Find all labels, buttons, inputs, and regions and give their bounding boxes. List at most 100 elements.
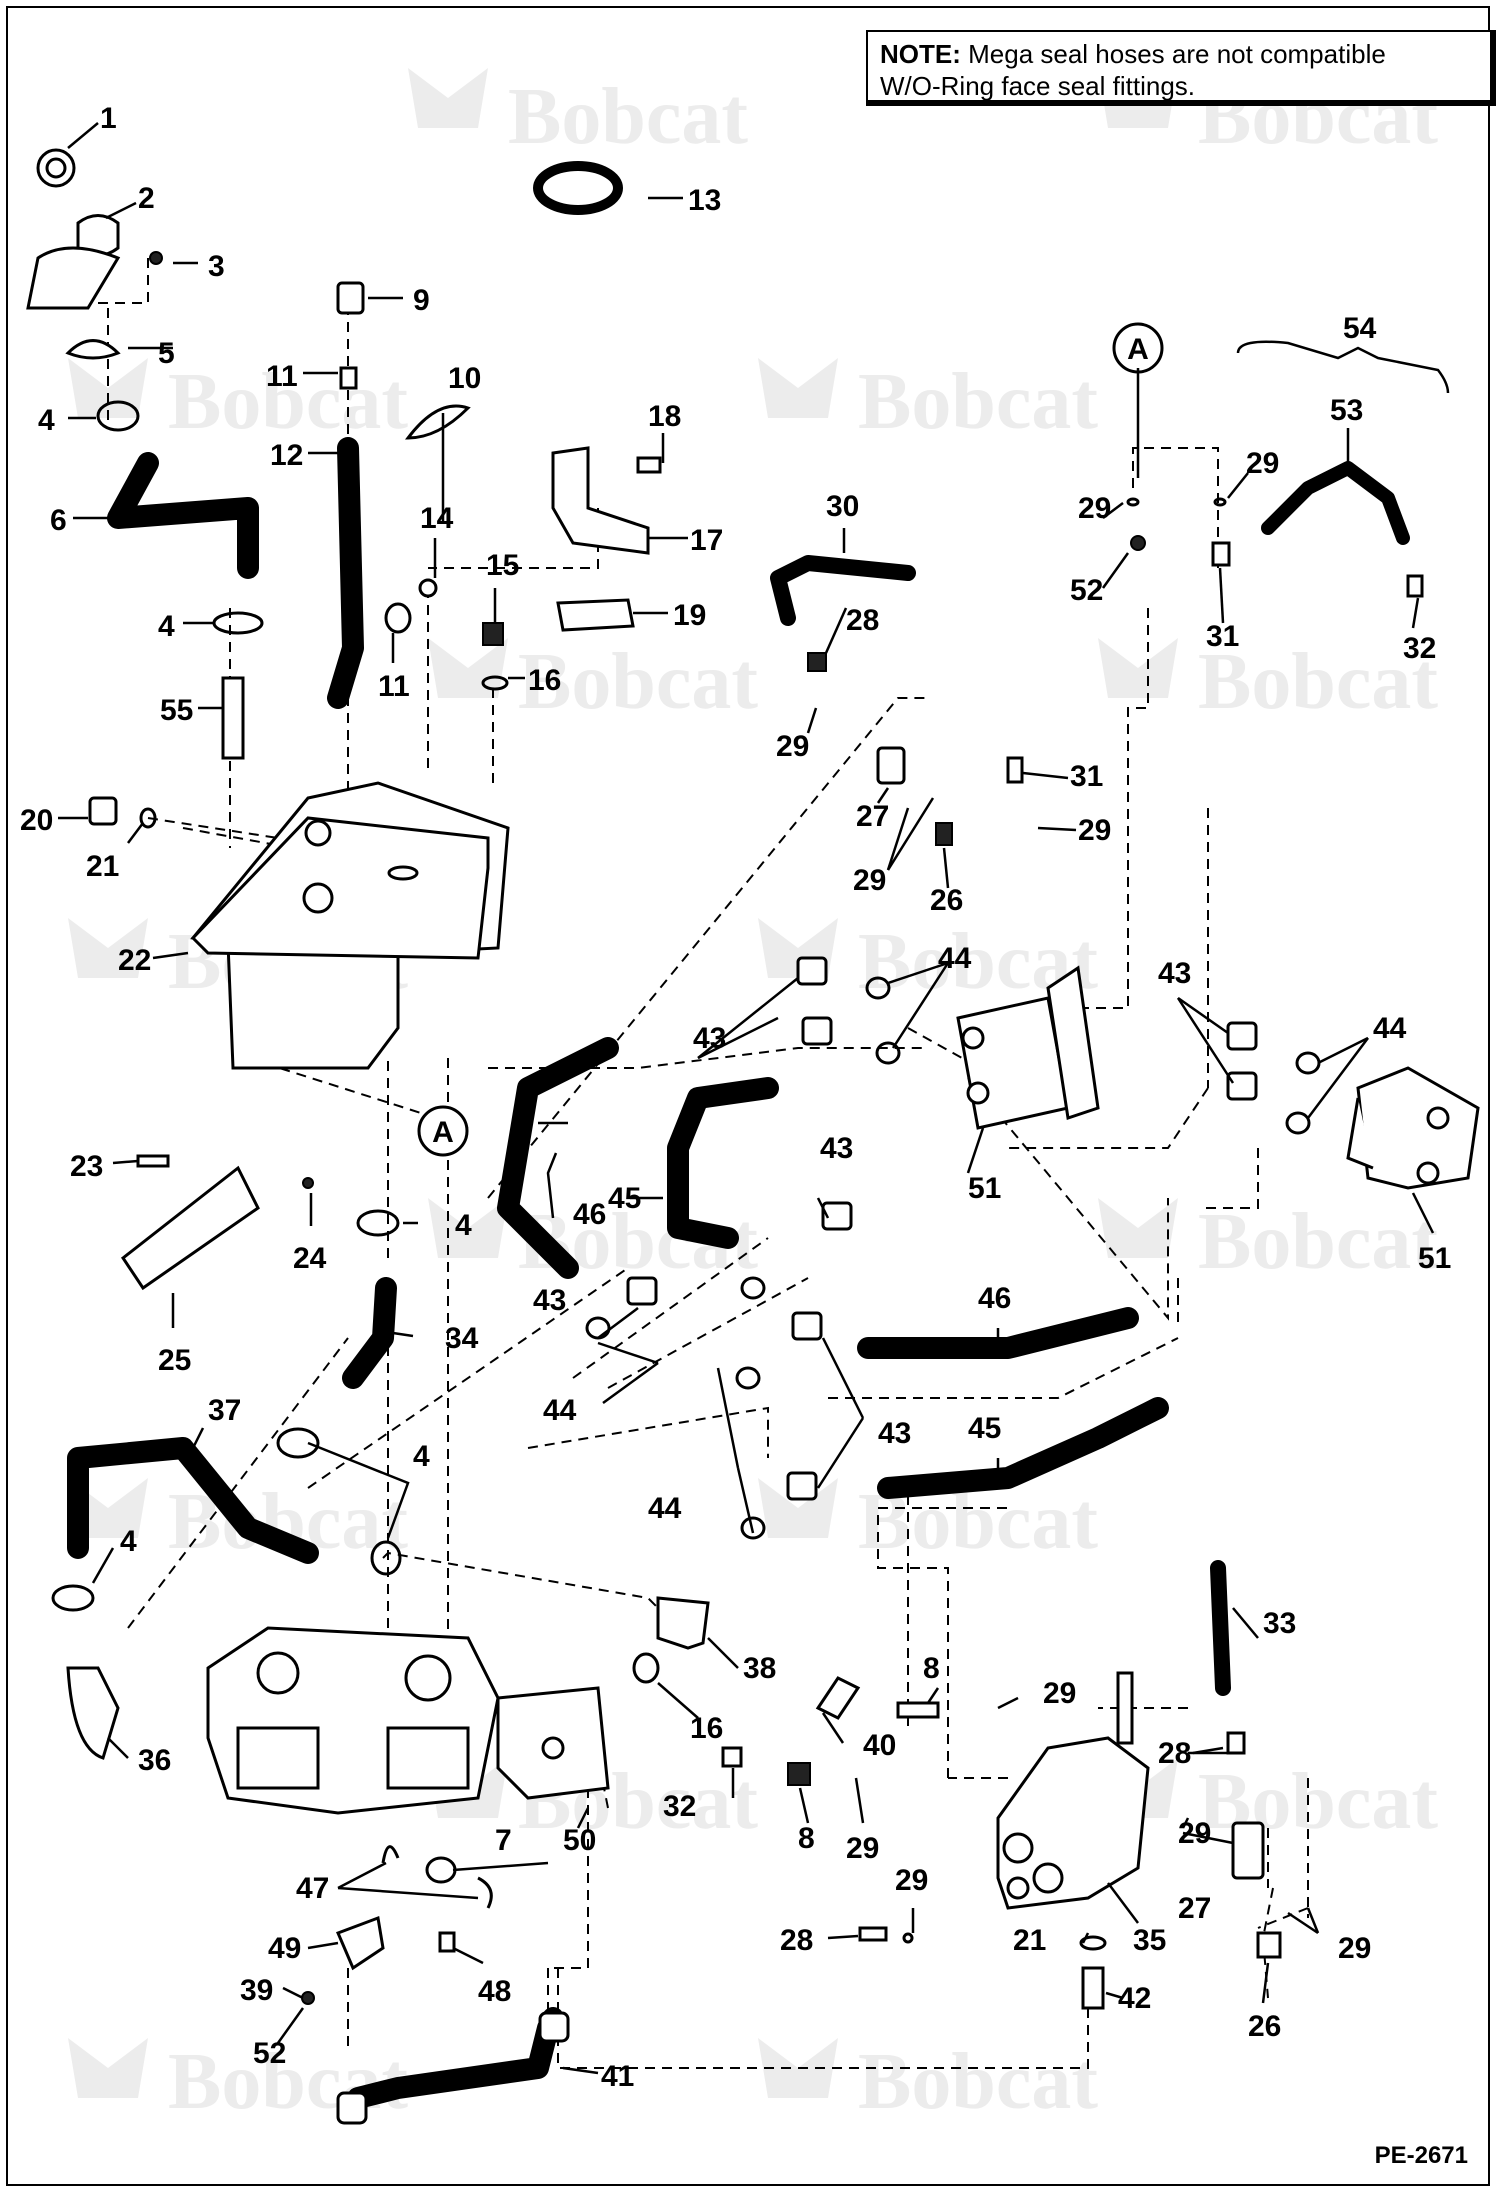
callout: 33	[1263, 1607, 1296, 1640]
leader-lines	[58, 122, 1435, 2075]
callout: 48	[478, 1975, 511, 2008]
watermark: Bobcat	[758, 2038, 1098, 2126]
adapter-fitting	[796, 956, 828, 986]
drain-plug	[88, 796, 118, 826]
callout: 29	[895, 1864, 928, 1897]
watermark: Bobcat	[408, 68, 748, 161]
o-ring	[1295, 1051, 1321, 1075]
note-text: Mega seal hoses are not compatible	[960, 39, 1386, 69]
adapter-fitting	[1226, 1071, 1258, 1101]
note-line: W/O-Ring face seal fittings.	[880, 71, 1195, 101]
callout: 28	[1158, 1737, 1191, 1770]
watermark: Bobcat	[758, 358, 1098, 446]
tee-fitting	[815, 1676, 861, 1720]
o-ring	[740, 1276, 766, 1300]
callout: 21	[1013, 1924, 1046, 1957]
elbow-fitting	[66, 1666, 120, 1760]
plug	[301, 1991, 315, 2005]
callout: 32	[663, 1790, 696, 1823]
callout: 23	[70, 1150, 103, 1183]
filter	[876, 746, 906, 785]
adapter	[1081, 1966, 1105, 2010]
pilot-hose-upper	[770, 555, 916, 626]
callout: 29	[846, 1832, 879, 1865]
callout: 45	[968, 1412, 1001, 1445]
drive-motor-left	[956, 965, 1100, 1130]
filler-hose	[107, 452, 259, 579]
callout: 13	[688, 184, 721, 217]
watermark-text: Bobcat	[508, 73, 748, 161]
callout: 1	[100, 102, 117, 135]
callout: 32	[1403, 632, 1436, 665]
callout: 27	[1178, 1892, 1211, 1925]
callout: 36	[138, 1744, 171, 1777]
callout: 12	[270, 439, 303, 472]
callout: 43	[878, 1417, 911, 1450]
callout: 52	[253, 2037, 286, 2070]
o-ring	[1079, 1935, 1107, 1951]
plug	[1130, 535, 1146, 551]
watermark-text: Bobcat	[858, 358, 1098, 446]
callout: 29	[1178, 1817, 1211, 1850]
breather-cap	[336, 281, 365, 315]
callout: 4	[158, 610, 175, 643]
ref-marker-bottom: A	[417, 1105, 469, 1157]
connection-lines	[68, 258, 1309, 2069]
callout: 43	[533, 1284, 566, 1317]
callout: 6	[50, 504, 67, 537]
callout: 53	[1330, 394, 1363, 427]
tee	[787, 1762, 811, 1786]
callout: 43	[693, 1022, 726, 1055]
motor-hose-c	[857, 1307, 1139, 1359]
motor-hose-a	[497, 1037, 619, 1279]
control-valve	[996, 1671, 1150, 1910]
hose-clamp	[276, 1427, 320, 1459]
snap-ring	[477, 1876, 493, 1909]
callout: 19	[673, 599, 706, 632]
fitting	[1256, 1931, 1282, 1959]
grommet	[339, 366, 358, 390]
pilot-hose	[1210, 1560, 1231, 1696]
callout: 15	[486, 549, 519, 582]
callout: 29	[853, 864, 886, 897]
hydraulic-parts-diagram: Bobcat Bobcat Bobcat Bobcat Bobcat Bobca…	[20, 68, 1480, 2126]
return-hose	[67, 1437, 319, 1564]
ref-marker-label: A	[432, 1116, 454, 1149]
callout: 29	[776, 730, 809, 763]
callout: 18	[648, 400, 681, 433]
o-ring	[481, 675, 509, 691]
o-ring	[1213, 497, 1227, 507]
drive-motor-right	[1346, 1066, 1480, 1190]
screw	[149, 251, 163, 265]
watermark: Bobcat	[428, 638, 758, 726]
support-strap	[120, 1165, 260, 1291]
drawing-number: PE-2671	[1374, 2142, 1468, 2169]
watermark: Bobcat	[1098, 1198, 1438, 1286]
o-ring	[865, 976, 891, 1000]
mounting-bracket	[551, 446, 650, 555]
o-ring	[1126, 497, 1140, 507]
adapter-fitting	[791, 1311, 823, 1341]
callout: 14	[420, 502, 454, 535]
watermark: Bobcat	[1098, 638, 1438, 726]
callout: 41	[601, 2060, 634, 2093]
tie-strap	[404, 404, 471, 440]
adapter	[896, 1701, 940, 1719]
adapter-fitting	[1226, 1021, 1258, 1051]
callout: 30	[826, 490, 859, 523]
callout: 44	[1373, 1012, 1407, 1045]
callout: 51	[1418, 1242, 1451, 1275]
watermark-text: Bobcat	[168, 358, 408, 446]
callout: 34	[445, 1322, 479, 1355]
callout: 49	[268, 1932, 301, 1965]
callout: 39	[240, 1974, 273, 2007]
watermark-text: Bobcat	[168, 2038, 408, 2126]
callout: 11	[378, 670, 410, 703]
o-ring	[740, 1516, 766, 1540]
bolt	[636, 456, 662, 474]
callout: 17	[690, 524, 723, 557]
breather-tube	[327, 437, 364, 709]
hose-end	[336, 2091, 368, 2125]
watermark: Bobcat	[68, 2038, 408, 2126]
note-label: NOTE:	[880, 39, 961, 69]
